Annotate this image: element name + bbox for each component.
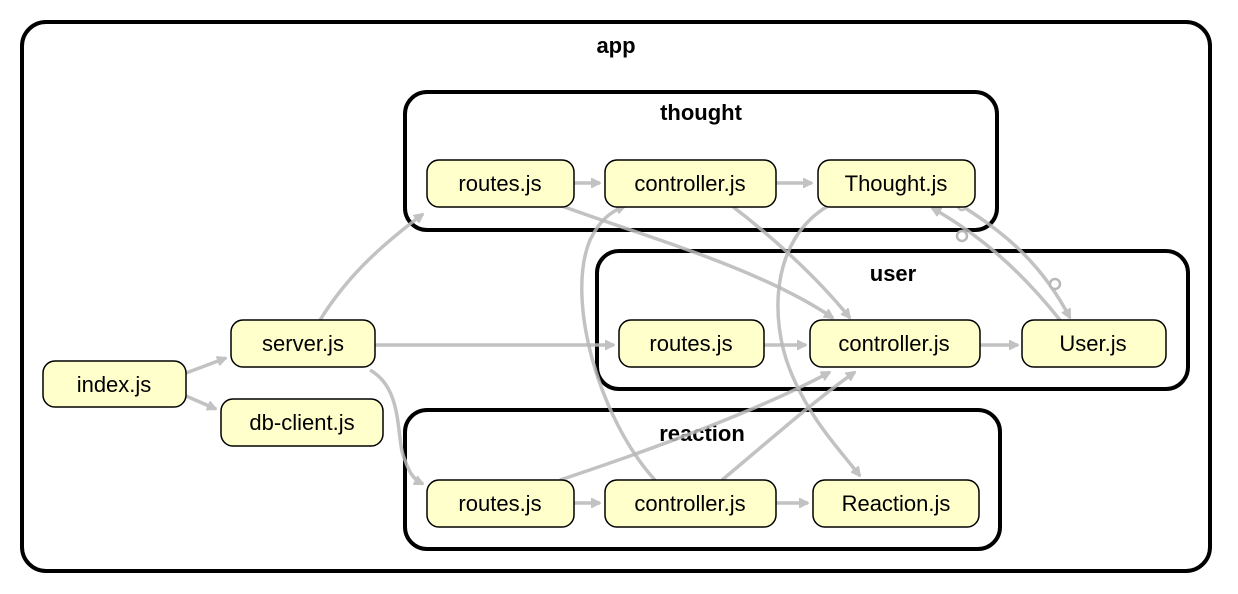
node-thought-controller-js-label: controller.js: [634, 171, 745, 196]
cluster-app-label: app: [596, 33, 635, 58]
edge-reaction-controller-thought-controller: [580, 206, 657, 482]
edge-thought-model-reaction-model: [776, 204, 862, 476]
edge-reaction-routes-user-controller: [559, 370, 830, 482]
edge-server-reaction-routes: [369, 368, 423, 486]
node-thought-model-js-label: Thought.js: [845, 171, 948, 196]
node-index-js-label: index.js: [77, 372, 152, 397]
node-server-js-label: server.js: [262, 331, 344, 356]
edge-thought-routes-user-controller: [561, 204, 833, 320]
node-thought-model-js[interactable]: Thought.js: [817, 159, 976, 208]
node-index-js[interactable]: index.js: [42, 360, 187, 408]
node-thought-routes-js-label: routes.js: [458, 171, 541, 196]
node-server-js[interactable]: server.js: [230, 319, 376, 368]
edge-index-db-client: [185, 394, 216, 411]
node-user-model-js-label: User.js: [1059, 331, 1126, 356]
edge-index-server: [185, 358, 226, 375]
edge-reaction-controller-user-controller: [720, 370, 855, 482]
node-user-controller-js[interactable]: controller.js: [809, 319, 981, 368]
node-user-routes-js-label: routes.js: [649, 331, 732, 356]
circular-marker: [1048, 277, 1062, 291]
edge-thought-controller-user-controller: [730, 204, 852, 318]
circular-marker: [955, 229, 969, 243]
cluster-user-label: user: [870, 261, 917, 286]
node-db-client-js-label: db-client.js: [249, 410, 354, 435]
edge-user-model-thought-model: [932, 206, 1062, 322]
node-user-controller-js-label: controller.js: [838, 331, 949, 356]
node-user-model-js[interactable]: User.js: [1021, 319, 1167, 368]
node-reaction-controller-js[interactable]: controller.js: [604, 479, 777, 528]
node-reaction-routes-js-label: routes.js: [458, 491, 541, 516]
node-user-routes-js[interactable]: routes.js: [618, 319, 765, 368]
edges: [185, 183, 1072, 503]
edge-server-thought-routes: [318, 212, 423, 321]
node-reaction-model-js-label: Reaction.js: [842, 491, 951, 516]
node-thought-routes-js[interactable]: routes.js: [426, 159, 575, 208]
node-db-client-js[interactable]: db-client.js: [220, 398, 384, 447]
node-thought-controller-js[interactable]: controller.js: [604, 159, 777, 208]
node-reaction-routes-js[interactable]: routes.js: [426, 479, 575, 528]
cluster-thought-label: thought: [660, 100, 743, 125]
node-reaction-controller-js-label: controller.js: [634, 491, 745, 516]
edge-thought-model-user-model: [962, 206, 1072, 318]
node-reaction-model-js[interactable]: Reaction.js: [812, 479, 980, 528]
